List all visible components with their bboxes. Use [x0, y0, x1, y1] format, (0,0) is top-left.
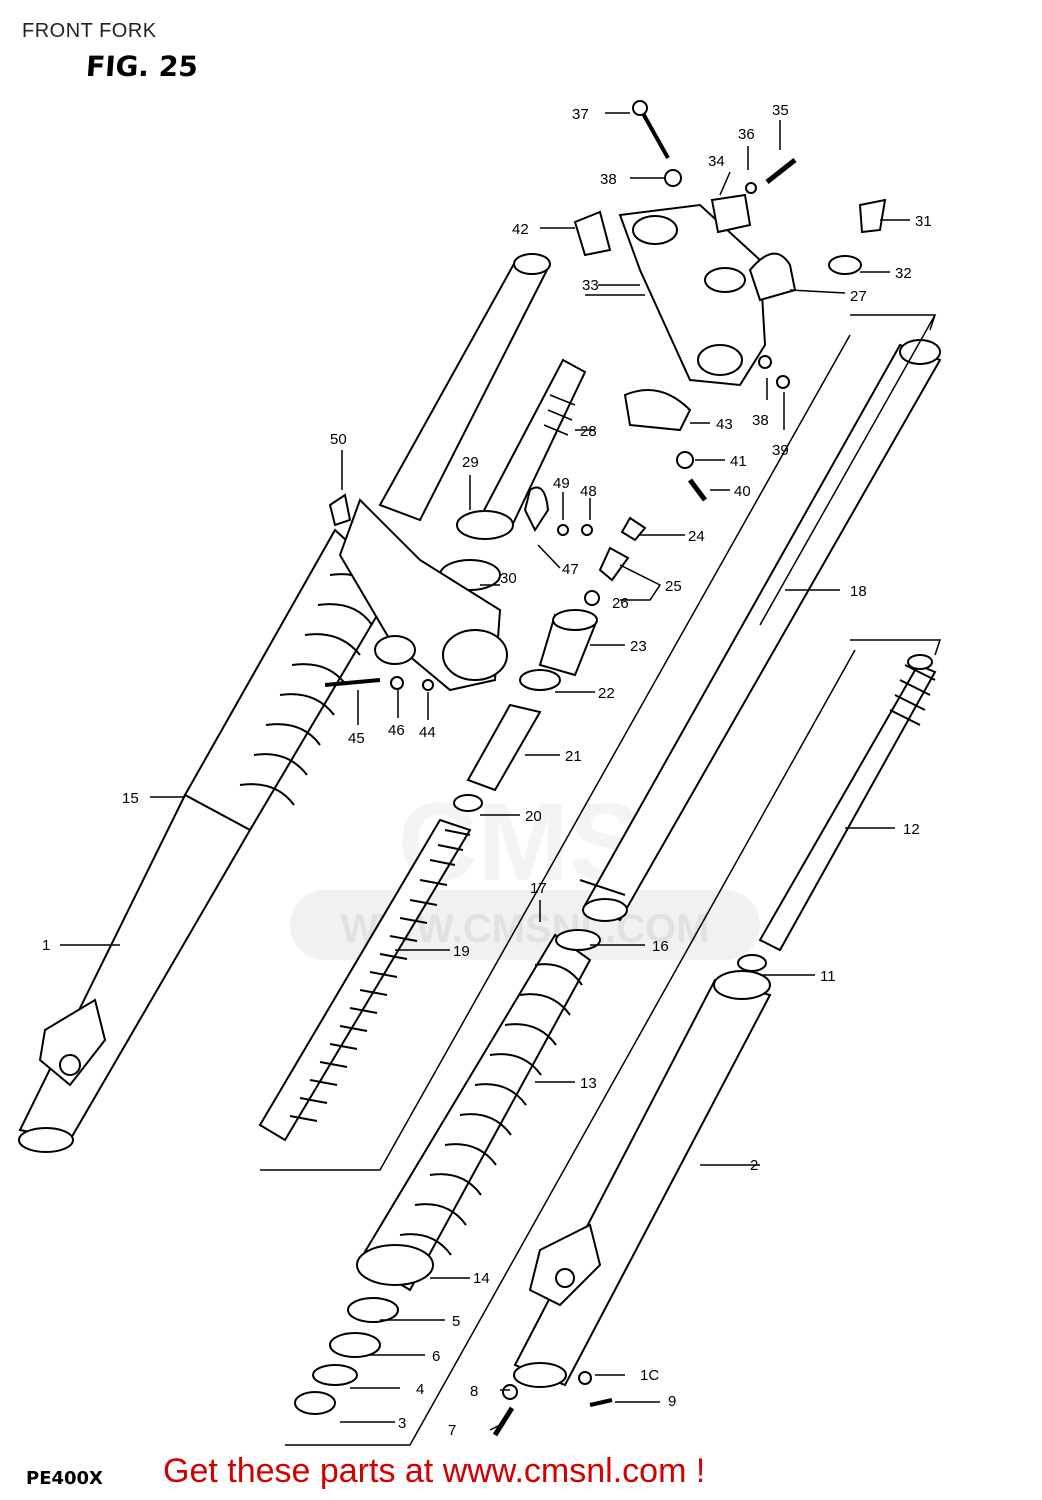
- right-boot: [294, 929, 601, 1415]
- label-9: 9: [668, 1393, 676, 1410]
- label-39: 39: [772, 442, 789, 459]
- label-1: 1: [42, 937, 50, 954]
- label-11: 11: [820, 968, 836, 985]
- label-21: 21: [565, 748, 582, 765]
- label-31: 31: [915, 213, 932, 230]
- label-27: 27: [850, 288, 867, 305]
- label-24: 24: [688, 528, 705, 545]
- label-23: 23: [630, 638, 647, 655]
- label-19: 19: [453, 943, 470, 960]
- promo-link-text[interactable]: Get these parts at www.cmsnl.com !: [163, 1452, 706, 1490]
- label-2: 2: [750, 1157, 758, 1174]
- label-5: 5: [452, 1313, 460, 1330]
- model-code: PE400X: [26, 1468, 103, 1489]
- label-29: 29: [462, 454, 479, 471]
- leader-lines: [60, 112, 910, 1431]
- label-22: 22: [598, 685, 615, 702]
- left-fork-assembly: [18, 253, 551, 1153]
- part-labels: 1 2 3 4 5 6 7 8 1C 9 11 12 13 14 15 16 1…: [42, 102, 932, 1439]
- label-14: 14: [473, 1270, 490, 1287]
- label-40: 40: [734, 483, 751, 500]
- right-lower-tube: [492, 954, 772, 1437]
- label-38-top: 38: [600, 171, 617, 188]
- label-49: 49: [553, 475, 570, 492]
- lower-bracket: [338, 498, 508, 692]
- label-1c: 1C: [640, 1367, 659, 1384]
- label-18: 18: [850, 583, 867, 600]
- label-33: 33: [582, 277, 599, 294]
- page-title: FRONT FORK: [22, 20, 157, 42]
- label-20: 20: [525, 808, 542, 825]
- label-17: 17: [530, 880, 547, 897]
- label-50: 50: [330, 431, 347, 448]
- label-32: 32: [895, 265, 912, 282]
- label-6: 6: [432, 1348, 440, 1365]
- label-30: 30: [500, 570, 517, 587]
- label-8: 8: [470, 1383, 478, 1400]
- damper-rod-right: [758, 654, 937, 952]
- label-15: 15: [122, 790, 139, 807]
- label-28: 28: [580, 423, 597, 440]
- label-7: 7: [448, 1422, 456, 1439]
- label-44: 44: [419, 724, 436, 741]
- label-38-bottom: 38: [752, 412, 769, 429]
- label-25: 25: [665, 578, 682, 595]
- label-34: 34: [708, 153, 725, 170]
- fork-spring-left: [258, 609, 598, 1142]
- label-3: 3: [398, 1415, 406, 1432]
- label-26: 26: [612, 595, 629, 612]
- label-47: 47: [562, 561, 579, 578]
- upper-bracket: [618, 203, 797, 387]
- label-4: 4: [416, 1381, 424, 1398]
- label-46: 46: [388, 722, 405, 739]
- label-16: 16: [652, 938, 669, 955]
- group-outlines: [260, 314, 942, 1446]
- label-36: 36: [738, 126, 755, 143]
- label-35: 35: [772, 102, 789, 119]
- label-12: 12: [903, 821, 920, 838]
- label-41: 41: [730, 453, 747, 470]
- label-13: 13: [580, 1075, 597, 1092]
- label-43: 43: [716, 416, 733, 433]
- small-hardware: [324, 100, 887, 691]
- label-42: 42: [512, 221, 529, 238]
- label-45: 45: [348, 730, 365, 747]
- label-37: 37: [572, 106, 589, 123]
- label-48: 48: [580, 483, 597, 500]
